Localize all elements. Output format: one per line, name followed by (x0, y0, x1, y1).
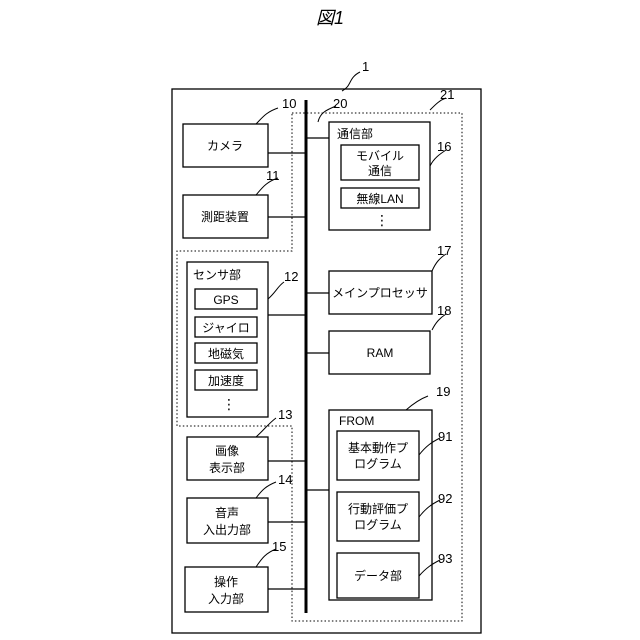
eval-program-line1: 行動評価プ (348, 501, 408, 516)
sensor-more-dots: ⋮ (222, 396, 236, 412)
sensor-block (187, 262, 268, 417)
ref-sensor: 12 (284, 269, 298, 284)
gps-label: GPS (213, 293, 238, 307)
right-connections (306, 138, 329, 490)
left-connections (268, 153, 306, 589)
basic-program-line1: 基本動作プ (348, 441, 408, 455)
ref-operation-input: 15 (272, 539, 286, 554)
ref-camera: 10 (282, 96, 296, 111)
main-processor-label: メインプロセッサ (332, 286, 428, 300)
ref-audio-io: 14 (278, 472, 292, 487)
operation-input-line2: 入力部 (208, 591, 244, 606)
image-display-line2: 表示部 (209, 460, 245, 475)
ref-data-section: 93 (438, 551, 452, 566)
acceleration-label: 加速度 (208, 373, 244, 388)
eval-program-box (337, 492, 419, 541)
figure-title: 図1 (316, 8, 344, 28)
gyro-label: ジャイロ (202, 321, 249, 335)
basic-program-box (337, 431, 419, 480)
geomagnetic-label: 地磁気 (208, 346, 244, 361)
comm-title: 通信部 (337, 126, 373, 141)
audio-io-line1: 音声 (215, 505, 239, 520)
rangefinder-label: 測距装置 (201, 210, 249, 224)
basic-program-line2: ログラム (354, 457, 402, 471)
ref-bus: 20 (333, 96, 347, 111)
eval-program-line2: ログラム (354, 518, 402, 532)
ref-ram: 18 (437, 303, 451, 318)
ref-group: 21 (440, 87, 454, 102)
ref-comm: 16 (437, 139, 451, 154)
from-title: FROM (339, 414, 374, 428)
ref-main-processor: 17 (437, 243, 451, 258)
mobile-comm-line2: 通信 (368, 164, 392, 178)
ref-device: 1 (362, 59, 369, 74)
ref-from: 19 (436, 384, 450, 399)
comm-more-dots: ⋮ (375, 212, 389, 228)
operation-input-line1: 操作 (214, 574, 238, 589)
sensor-title: センサ部 (193, 267, 241, 282)
ref-rangefinder: 11 (266, 168, 280, 183)
mobile-comm-line1: モバイル (356, 149, 404, 163)
ref-basic-program: 91 (438, 429, 452, 444)
ref-image-display: 13 (278, 407, 292, 422)
audio-io-line2: 入出力部 (203, 522, 251, 537)
ref-eval-program: 92 (438, 491, 452, 506)
wlan-label: 無線LAN (356, 191, 403, 206)
data-section-label: データ部 (354, 568, 402, 583)
image-display-line1: 画像 (215, 444, 239, 458)
camera-label: カメラ (207, 139, 243, 153)
ram-label: RAM (367, 346, 394, 360)
